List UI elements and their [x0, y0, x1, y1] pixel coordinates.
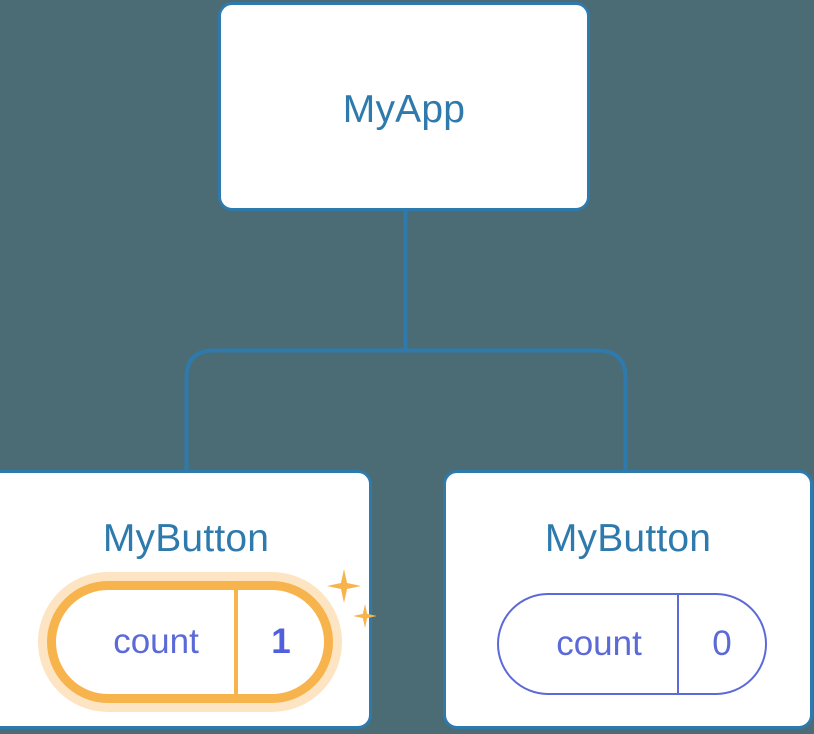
node-title-right: MyButton [544, 517, 712, 560]
tree-node-mybutton-right[interactable]: MyButton count 0 [443, 470, 813, 729]
state-value-left: 1 [271, 622, 291, 661]
tree-node-myapp[interactable]: MyApp [218, 2, 590, 211]
state-pill-divider-right [677, 595, 679, 693]
sparkle-small-icon [353, 604, 377, 628]
node-title-left: MyButton [102, 517, 270, 560]
state-pill-divider-left [234, 590, 238, 694]
connector-branch-bar [184, 348, 628, 470]
tree-node-mybutton-left[interactable]: MyButton count 1 [0, 470, 377, 729]
state-pill-count-right[interactable]: count 0 [497, 593, 767, 695]
state-key-right: count [556, 624, 642, 663]
state-value-right: 0 [712, 624, 732, 663]
state-pill-count-left[interactable]: count 1 [47, 581, 333, 703]
state-key-left: count [113, 622, 199, 661]
sparkle-large-icon [327, 569, 361, 603]
node-title-root: MyApp [342, 88, 466, 131]
